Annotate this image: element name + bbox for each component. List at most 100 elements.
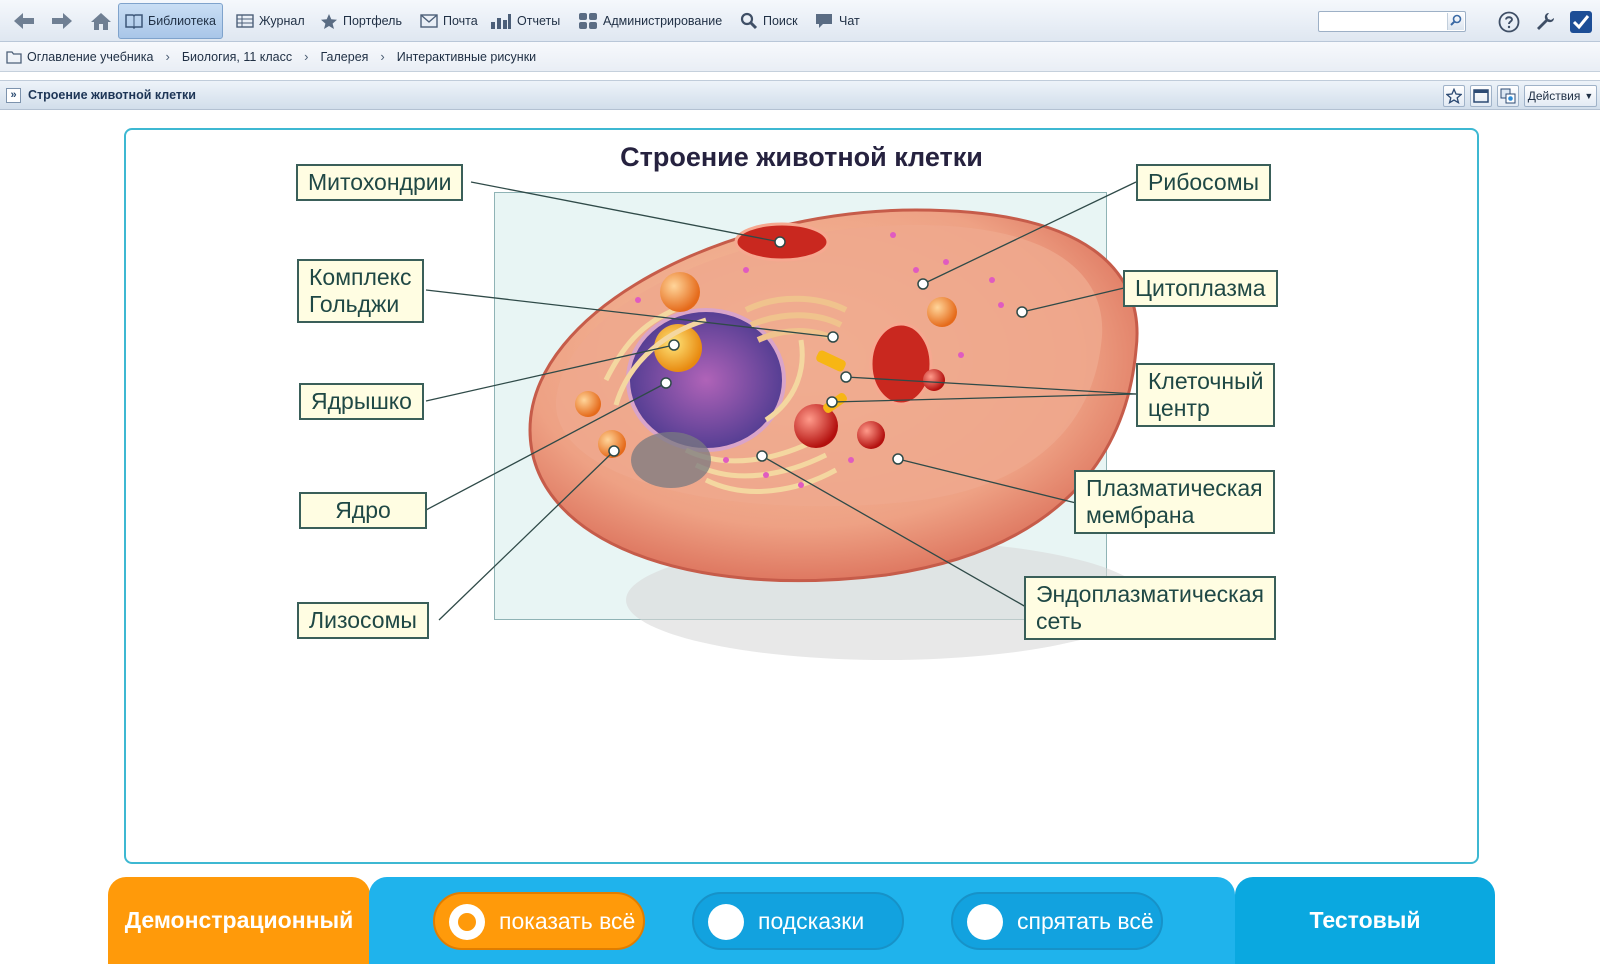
demo-mode-tab[interactable]: Демонстрационный — [108, 877, 370, 964]
actions-label: Действия — [1527, 89, 1581, 103]
breadcrumb-item-contents[interactable]: Оглавление учебника — [6, 50, 153, 64]
radio-icon — [967, 904, 1003, 940]
toolbar-label: Поиск — [763, 14, 798, 28]
hints-option[interactable]: подсказки — [692, 892, 904, 950]
search-submit-button[interactable] — [1447, 13, 1464, 30]
breadcrumb-item-interactive[interactable]: Интерактивные рисунки — [397, 50, 536, 64]
demo-mode-label: Демонстрационный — [124, 907, 354, 933]
label-cell-center[interactable]: Клеточный центр — [1136, 363, 1276, 427]
toolbar-label: Отчеты — [517, 14, 561, 28]
toolbar-label: Почта — [443, 14, 478, 28]
label-text: мембрана — [1086, 502, 1195, 528]
radio-icon — [708, 904, 744, 940]
window-icon — [1473, 89, 1489, 103]
show-all-label: показать всё — [499, 907, 636, 934]
label-text: Комплекс — [309, 264, 412, 290]
label-lysosomes[interactable]: Лизосомы — [297, 602, 429, 639]
wrench-icon — [1537, 13, 1554, 30]
hide-all-label: спрятать всё — [1017, 907, 1154, 934]
caret-down-icon: ▼ — [1584, 91, 1594, 101]
breadcrumb-item-course[interactable]: Биология, 11 класс — [182, 50, 292, 64]
document-titlebar: » Строение животной клетки Действия ▼ — [0, 80, 1600, 110]
label-text: Рибосомы — [1148, 169, 1260, 195]
show-all-option[interactable]: показать всё — [433, 892, 645, 950]
label-nucleus[interactable]: Ядро — [299, 492, 427, 529]
label-mitochondria[interactable]: Митохондрии — [296, 164, 464, 201]
share-icon — [1500, 88, 1516, 104]
forward-button[interactable] — [44, 3, 80, 39]
help-button[interactable] — [1496, 9, 1522, 35]
chevron-right-icon: › — [165, 49, 170, 64]
lysosome-shape — [660, 272, 700, 312]
label-text: Митохондрии — [308, 169, 452, 195]
radio-selected-icon — [449, 904, 485, 940]
label-cytoplasm[interactable]: Цитоплазма — [1123, 270, 1278, 307]
toolbar-label: Библиотека — [148, 14, 216, 28]
home-button[interactable] — [84, 3, 118, 39]
toolbar-item-search[interactable]: Поиск — [734, 3, 804, 39]
label-golgi[interactable]: Комплекс Гольджи — [297, 259, 424, 323]
share-button[interactable] — [1497, 85, 1519, 107]
folder-icon — [6, 50, 22, 64]
ribosome-dots — [635, 232, 1004, 488]
lysosome-shape — [927, 297, 957, 327]
favorite-button[interactable] — [1443, 85, 1465, 107]
toolbar-item-reports[interactable]: Отчеты — [484, 3, 566, 39]
label-plasma-membrane[interactable]: Плазматическая мембрана — [1074, 470, 1275, 534]
label-text: Гольджи — [309, 291, 400, 317]
label-text: Плазматическая — [1086, 475, 1263, 501]
figure-title: Строение животной клетки — [620, 142, 983, 172]
expand-panel-button[interactable]: » — [6, 88, 21, 103]
arrow-left-icon — [14, 13, 34, 29]
document-title: Строение животной клетки — [28, 88, 196, 102]
toolbar-item-admin[interactable]: Администрирование — [572, 3, 728, 39]
arrow-right-icon — [52, 13, 72, 29]
toolbar-label: Портфель — [343, 14, 402, 28]
label-text: Лизосомы — [309, 607, 417, 633]
toolbar-item-mail[interactable]: Почта — [414, 3, 484, 39]
animal-cell-illustration — [425, 181, 1146, 660]
label-ribosomes[interactable]: Рибосомы — [1136, 164, 1272, 201]
lysosome-shape — [575, 391, 601, 417]
search-input[interactable] — [1319, 12, 1441, 31]
leader-markers — [608, 236, 1028, 465]
hints-label: подсказки — [758, 907, 865, 934]
nucleus-shape — [626, 308, 786, 452]
back-button[interactable] — [6, 3, 42, 39]
test-mode-tab[interactable]: Тестовый — [1235, 877, 1495, 964]
centriole-shape — [816, 350, 846, 372]
toolbar-label: Чат — [839, 14, 860, 28]
toolbar-item-journal[interactable]: Журнал — [230, 3, 311, 39]
home-icon — [91, 13, 111, 30]
main-toolbar: Библиотека Журнал Портфель Почта Отчеты … — [0, 0, 1600, 42]
label-endoplasmic-reticulum[interactable]: Эндоплазматическая сеть — [1024, 576, 1276, 640]
granule-shape — [631, 432, 711, 488]
tasks-button[interactable] — [1568, 9, 1594, 35]
vesicle-shape — [923, 369, 945, 391]
vesicle-shape — [857, 421, 885, 449]
search-icon — [1450, 14, 1462, 26]
breadcrumb-item-gallery[interactable]: Галерея — [320, 50, 368, 64]
leader-lines — [425, 181, 1137, 621]
label-nucleolus[interactable]: Ядрышко — [299, 383, 424, 420]
actions-dropdown[interactable]: Действия ▼ — [1524, 85, 1597, 107]
toolbar-item-library[interactable]: Библиотека — [118, 3, 223, 39]
interactive-figure-frame: Строение животной клетки — [124, 128, 1479, 864]
window-mode-button[interactable] — [1470, 85, 1492, 107]
mode-options-panel: показать всё подсказки спрятать всё — [369, 877, 1235, 964]
chevron-right-icon: › — [380, 49, 385, 64]
bar-chart-icon — [491, 14, 511, 29]
hide-all-option[interactable]: спрятать всё — [951, 892, 1163, 950]
settings-button[interactable] — [1532, 9, 1558, 35]
mitochondrion-shape — [869, 322, 933, 406]
label-text: Клеточный — [1148, 368, 1264, 394]
journal-icon — [236, 14, 254, 28]
users-icon — [579, 13, 597, 29]
star-icon — [321, 13, 337, 29]
label-text: сеть — [1036, 608, 1083, 634]
label-text: Ядро — [335, 497, 391, 523]
toolbar-item-portfolio[interactable]: Портфель — [314, 3, 408, 39]
breadcrumb: Оглавление учебника › Биология, 11 класс… — [0, 42, 1600, 72]
toolbar-item-chat[interactable]: Чат — [808, 3, 866, 39]
chevron-right-icon: › — [304, 49, 309, 64]
